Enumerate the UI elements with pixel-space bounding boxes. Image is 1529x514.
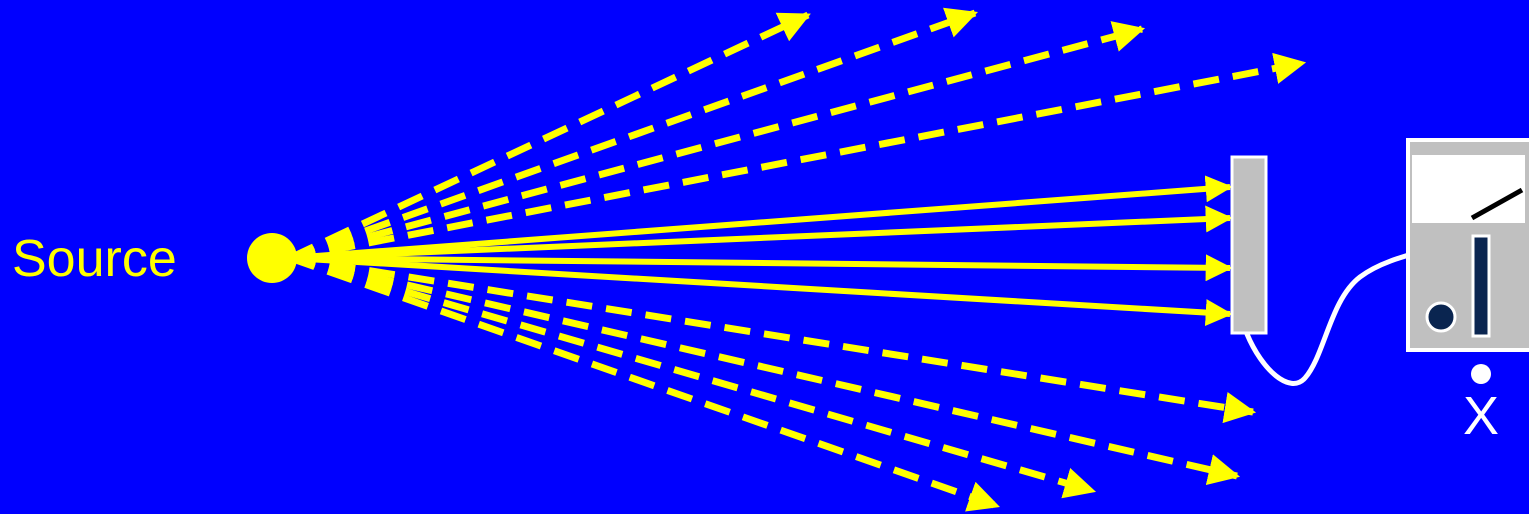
meter-icon <box>1408 140 1529 350</box>
point-source-icon <box>247 233 297 283</box>
meter-dial <box>1412 155 1525 223</box>
meter-knob <box>1427 303 1455 331</box>
source-label: Source <box>12 230 177 288</box>
escaping-ray <box>290 63 1303 258</box>
escaping-ray <box>290 258 1237 476</box>
meter-point-marker <box>1471 364 1491 384</box>
meter-mark-label: X <box>1463 386 1499 446</box>
detected-rays <box>290 187 1230 314</box>
escaping-ray <box>290 258 1093 491</box>
escaping-ray <box>290 13 975 258</box>
detector-plate-icon <box>1232 157 1266 333</box>
meter-slot <box>1473 236 1489 336</box>
escaping-ray <box>290 258 1253 412</box>
